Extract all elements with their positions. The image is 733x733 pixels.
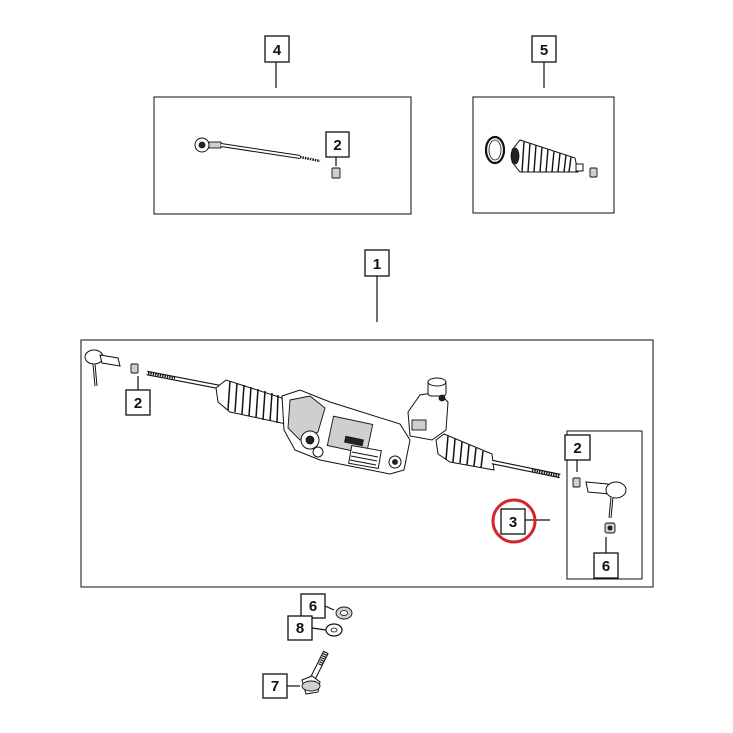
callout-3[interactable]: 3: [500, 508, 526, 535]
callout-6-bottom-leader: [324, 605, 335, 611]
right-tie-rod-end-part[interactable]: [585, 481, 627, 519]
steering-rack-assembly-part[interactable]: [146, 370, 561, 479]
group-5-frame: [472, 96, 615, 214]
callout-2-top[interactable]: 2: [325, 131, 350, 158]
callout-8-leader: [311, 627, 327, 631]
nut-part[interactable]: [335, 606, 353, 620]
bolt-part[interactable]: [301, 650, 329, 695]
group-4-frame: [153, 96, 412, 215]
group-4-inner-tie-rod: 4 2: [153, 35, 412, 215]
small-clamp-part[interactable]: [589, 167, 598, 178]
right-tie-rod-subframe: [566, 430, 643, 580]
callout-8-label: 8: [296, 620, 304, 637]
callout-6-bottom[interactable]: 6: [300, 593, 326, 619]
boot-clamp-part[interactable]: [484, 135, 506, 165]
callout-8[interactable]: 8: [287, 615, 313, 641]
callout-3-label: 3: [509, 514, 517, 531]
inner-tie-rod-part[interactable]: [194, 137, 321, 163]
callout-6-right-label: 6: [602, 558, 610, 575]
callout-2-left[interactable]: 2: [125, 389, 151, 416]
callout-2-left-label: 2: [134, 395, 142, 412]
callout-5[interactable]: 5: [531, 35, 557, 63]
washer-part[interactable]: [325, 623, 343, 637]
callout-6-bottom-label: 6: [309, 598, 317, 615]
callout-1[interactable]: 1: [364, 249, 390, 277]
callout-6-right[interactable]: 6: [593, 552, 619, 579]
callout-1-label: 1: [373, 256, 381, 273]
callout-2-right[interactable]: 2: [564, 434, 591, 461]
group-1-steering-gear: 2: [80, 339, 654, 588]
callout-4-label: 4: [273, 42, 282, 59]
callout-2-top-label: 2: [333, 137, 341, 154]
callout-3-highlight-ring: [491, 498, 537, 544]
jam-nut-part[interactable]: [331, 167, 341, 179]
left-jam-nut-part[interactable]: [130, 363, 139, 374]
right-tie-rod-nut-part[interactable]: [604, 522, 616, 534]
left-tie-rod-end-part[interactable]: [84, 349, 121, 387]
callout-5-label: 5: [540, 42, 548, 59]
lower-hardware-group: 6 8 7: [262, 593, 353, 699]
group-1-frame: [80, 339, 654, 588]
right-jam-nut-part[interactable]: [572, 477, 581, 488]
group-5-boot-kit: 5: [472, 35, 615, 214]
callout-2-right-label: 2: [573, 440, 581, 457]
callout-7[interactable]: 7: [262, 673, 288, 699]
callout-7-label: 7: [271, 678, 279, 695]
callout-4[interactable]: 4: [264, 35, 290, 63]
bellows-boot-part[interactable]: [510, 139, 584, 173]
